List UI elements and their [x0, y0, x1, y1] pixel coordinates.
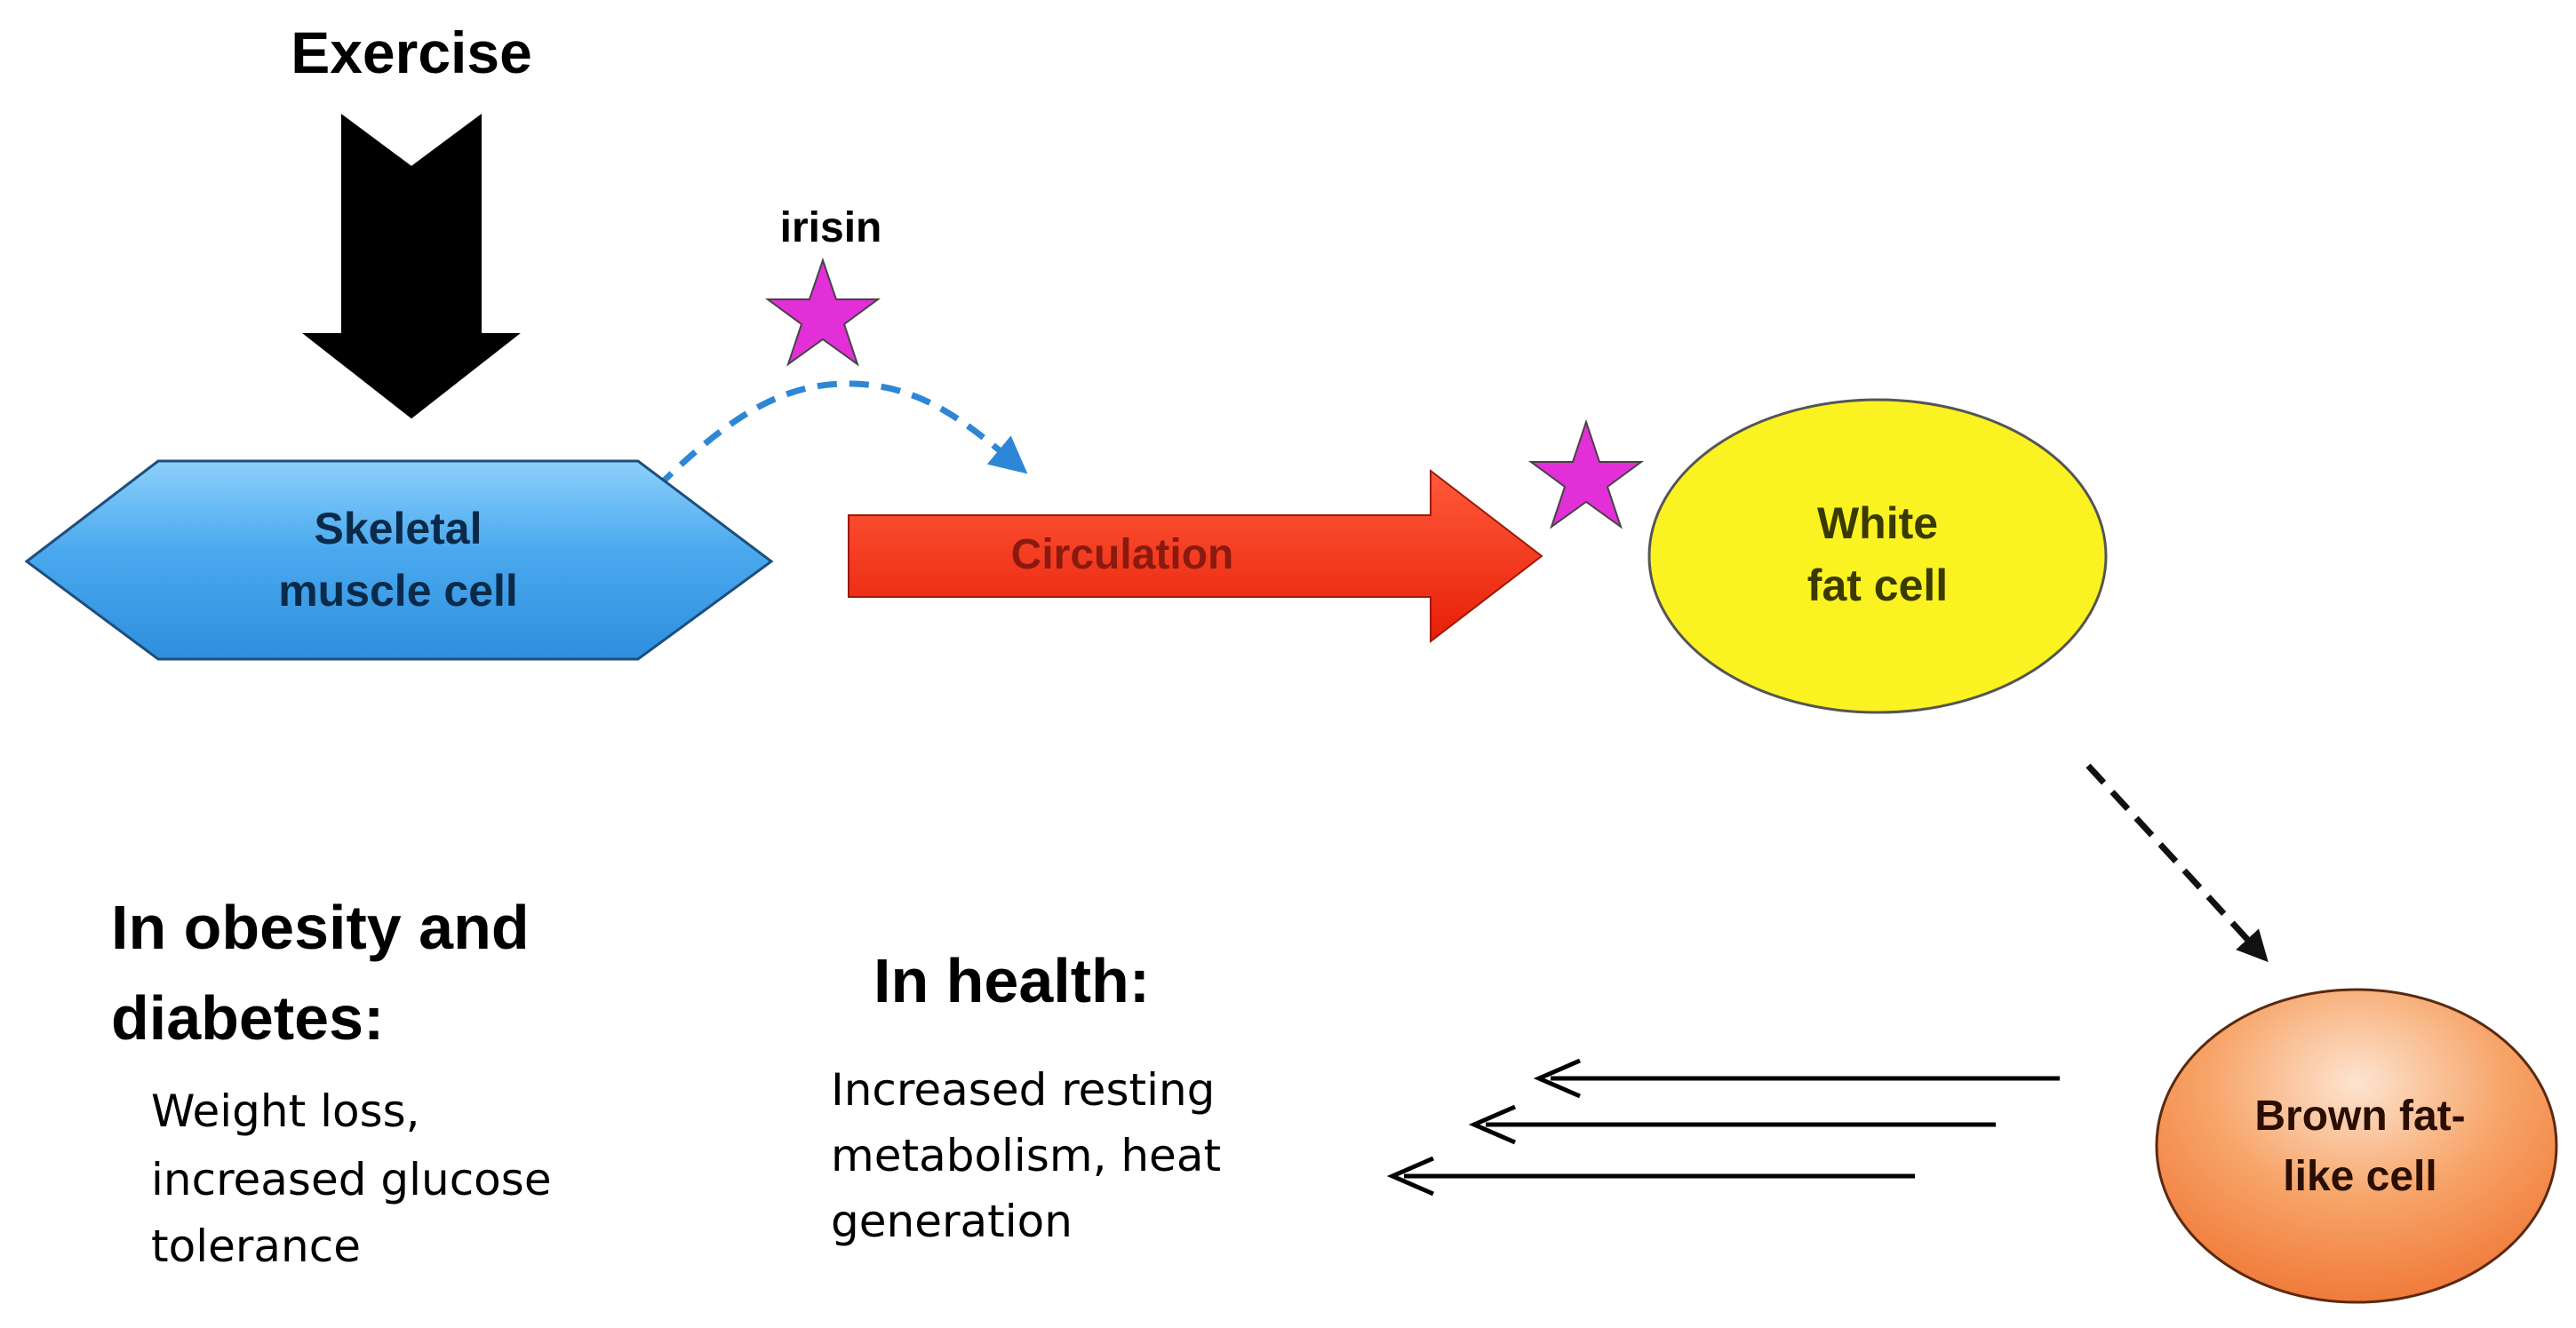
irisin-star-2-icon — [1527, 418, 1645, 529]
irisin-label: irisin — [780, 204, 882, 251]
obesity-body-line2: increased glucose — [151, 1154, 552, 1205]
white-fat-cell-label-line1: White — [1817, 498, 1938, 548]
health-heading: In health: — [873, 946, 1150, 1015]
health-body-line3: generation — [831, 1196, 1073, 1247]
skeletal-muscle-cell-label-line2: muscle cell — [278, 566, 518, 616]
irisin-release-dashed-arrow — [655, 380, 1028, 489]
obesity-heading-line1: In obesity and — [111, 893, 530, 962]
white-fat-cell-label-line2: fat cell — [1807, 561, 1948, 610]
conversion-dashed-arrow — [2086, 763, 2269, 963]
exercise-title: Exercise — [291, 20, 532, 85]
effect-arrows — [1386, 1058, 2060, 1197]
brown-fat-like-cell-label-line1: Brown fat- — [2254, 1093, 2465, 1140]
effect-arrow-2-head — [1468, 1104, 1516, 1145]
exercise-down-arrow — [302, 114, 521, 419]
circulation-arrow — [848, 468, 1543, 644]
skeletal-muscle-cell-label-line1: Skeletal — [314, 504, 482, 553]
health-body-line2: metabolism, heat — [831, 1130, 1221, 1181]
obesity-heading-line2: diabetes: — [111, 983, 384, 1053]
circulation-label: Circulation — [1011, 531, 1234, 578]
effect-arrow-1-head — [1533, 1058, 1581, 1099]
obesity-body-line3: tolerance — [151, 1221, 361, 1272]
white-fat-cell-shape — [1647, 398, 2108, 714]
obesity-body-line1: Weight loss, — [151, 1085, 420, 1137]
brown-fat-like-cell-shape — [2155, 988, 2558, 1304]
effect-arrow-3-head — [1386, 1156, 1434, 1197]
health-body-line1: Increased resting — [831, 1064, 1215, 1116]
brown-fat-like-cell-label-line2: like cell — [2283, 1153, 2436, 1200]
skeletal-muscle-cell-shape — [24, 459, 774, 661]
irisin-star-icon — [764, 257, 881, 367]
